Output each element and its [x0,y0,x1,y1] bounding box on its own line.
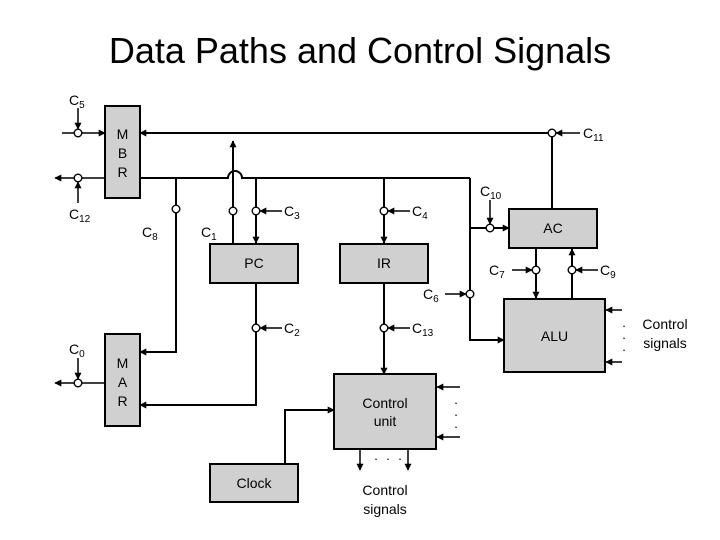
cu-in-dot-3: · [454,419,458,434]
c2-gate [251,323,261,333]
alu-dot-1: · [622,318,626,333]
alu-dot-2: · [622,330,626,345]
ellipsis-dots: · · · · · · · · · [374,318,626,466]
mbr-letter-1: M [117,126,129,142]
control-arrows [74,108,622,471]
bus-to-mar [139,178,177,356]
mbr-register: M B R [104,105,141,199]
cu-out-dot-1: · [374,451,378,466]
c13-gate [379,323,389,333]
control-unit-label-2: unit [374,413,397,429]
ac-label: AC [543,220,562,236]
c11-gate [547,128,557,138]
c10-label: C10 [480,183,502,202]
bus-mbr-out [140,170,470,179]
pc-to-mar [139,283,257,409]
c12-gate [73,173,83,183]
pc-register: PC [209,243,299,284]
c7-label: C7 [489,262,505,281]
cu-control-caption-2: signals [363,501,407,517]
ir-label: IR [377,255,391,271]
c9-gate [567,265,577,275]
mar-register: M A R [104,333,141,427]
c0-label: C0 [69,341,85,360]
alu-control-caption-2: signals [643,335,687,351]
pc-label: PC [244,255,263,271]
signal-labels: C5 C12 C0 C11 C10 C8 C1 C3 C4 C6 C7 C9 C… [69,92,616,360]
c0-gate [73,378,83,388]
c13-label: C13 [412,320,434,339]
c4-gate [379,206,389,216]
cu-out-dot-2: · [386,451,390,466]
mar-letter-3: R [117,393,127,409]
c5-gate [73,128,83,138]
gate-nodes [73,128,577,388]
mbr-letter-2: B [118,145,127,161]
bus-to-alu [469,228,505,344]
c6-gate [465,289,475,299]
c1-label: C1 [201,224,217,243]
c5-label: C5 [69,92,85,111]
control-unit-label-1: Control [362,395,407,411]
c6-label: C6 [423,286,439,305]
cu-control-caption: Control signals [362,482,407,517]
cu-control-caption-1: Control [362,482,407,498]
clock-to-cu [284,406,335,464]
c12-label: C12 [69,206,91,225]
mbr-letter-3: R [117,164,127,180]
c3-label: C3 [284,203,300,222]
c1-gate [228,206,238,216]
c7-gate [531,265,541,275]
mar-letter-2: A [118,374,128,390]
alu-control-caption-1: Control [642,316,687,332]
alu-dot-3: · [622,342,626,357]
c2-label: C2 [284,320,300,339]
alu-control-caption: Control signals [642,316,687,351]
c4-label: C4 [412,203,428,222]
cu-in-dot-2: · [454,407,458,422]
c9-label: C9 [600,262,616,281]
mar-letter-1: M [117,355,129,371]
c8-gate [171,204,181,214]
c10-gate [485,223,495,233]
c8-label: C8 [142,224,158,243]
ac-register: AC [508,208,598,249]
clock-block: Clock [209,463,299,503]
c3-gate [251,206,261,216]
ir-register: IR [339,243,429,284]
control-unit-block: Control unit [333,373,437,450]
clock-label: Clock [236,475,272,491]
alu-block: ALU [503,298,606,373]
slide-title: Data Paths and Control Signals [108,30,612,71]
c11-label: C11 [583,125,604,144]
alu-label: ALU [541,328,568,344]
cu-in-dot-1: · [454,395,458,410]
cu-out-dot-3: · [398,451,402,466]
